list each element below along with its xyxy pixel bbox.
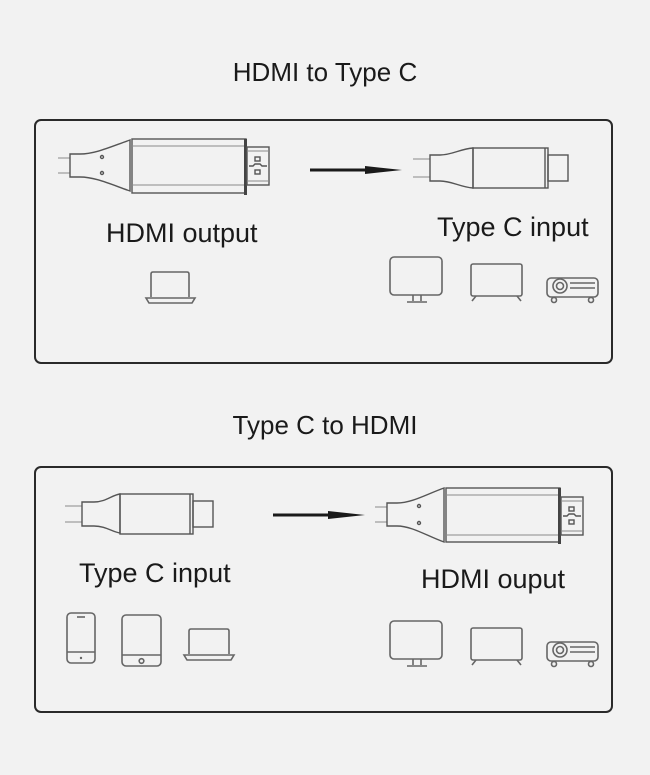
panel-typec-to-hdmi xyxy=(34,466,613,713)
tv-icon xyxy=(470,263,523,302)
tablet-icon xyxy=(121,614,162,667)
monitor-icon xyxy=(389,256,443,303)
target-label: Type C input xyxy=(437,212,589,242)
monitor-icon xyxy=(389,620,443,667)
projector-icon xyxy=(546,277,599,304)
usb-c-connector-icon xyxy=(413,147,569,189)
arrow-right-icon xyxy=(273,511,365,519)
hdmi-connector-icon xyxy=(58,138,270,195)
laptop-icon xyxy=(144,271,197,304)
hdmi-connector-icon xyxy=(375,487,584,544)
phone-icon xyxy=(66,612,96,664)
projector-icon xyxy=(546,641,599,668)
usb-c-connector-icon xyxy=(65,493,214,535)
target-label: HDMI ouput xyxy=(421,564,566,594)
section-title-typec-to-hdmi: Type C to HDMI xyxy=(232,410,418,440)
tv-icon xyxy=(470,627,523,666)
source-label: Type C input xyxy=(79,558,231,588)
section-title-hdmi-to-typec: HDMI to Type C xyxy=(232,57,418,87)
laptop-icon xyxy=(182,628,236,661)
source-label: HDMI output xyxy=(106,218,258,248)
arrow-right-icon xyxy=(310,166,402,174)
